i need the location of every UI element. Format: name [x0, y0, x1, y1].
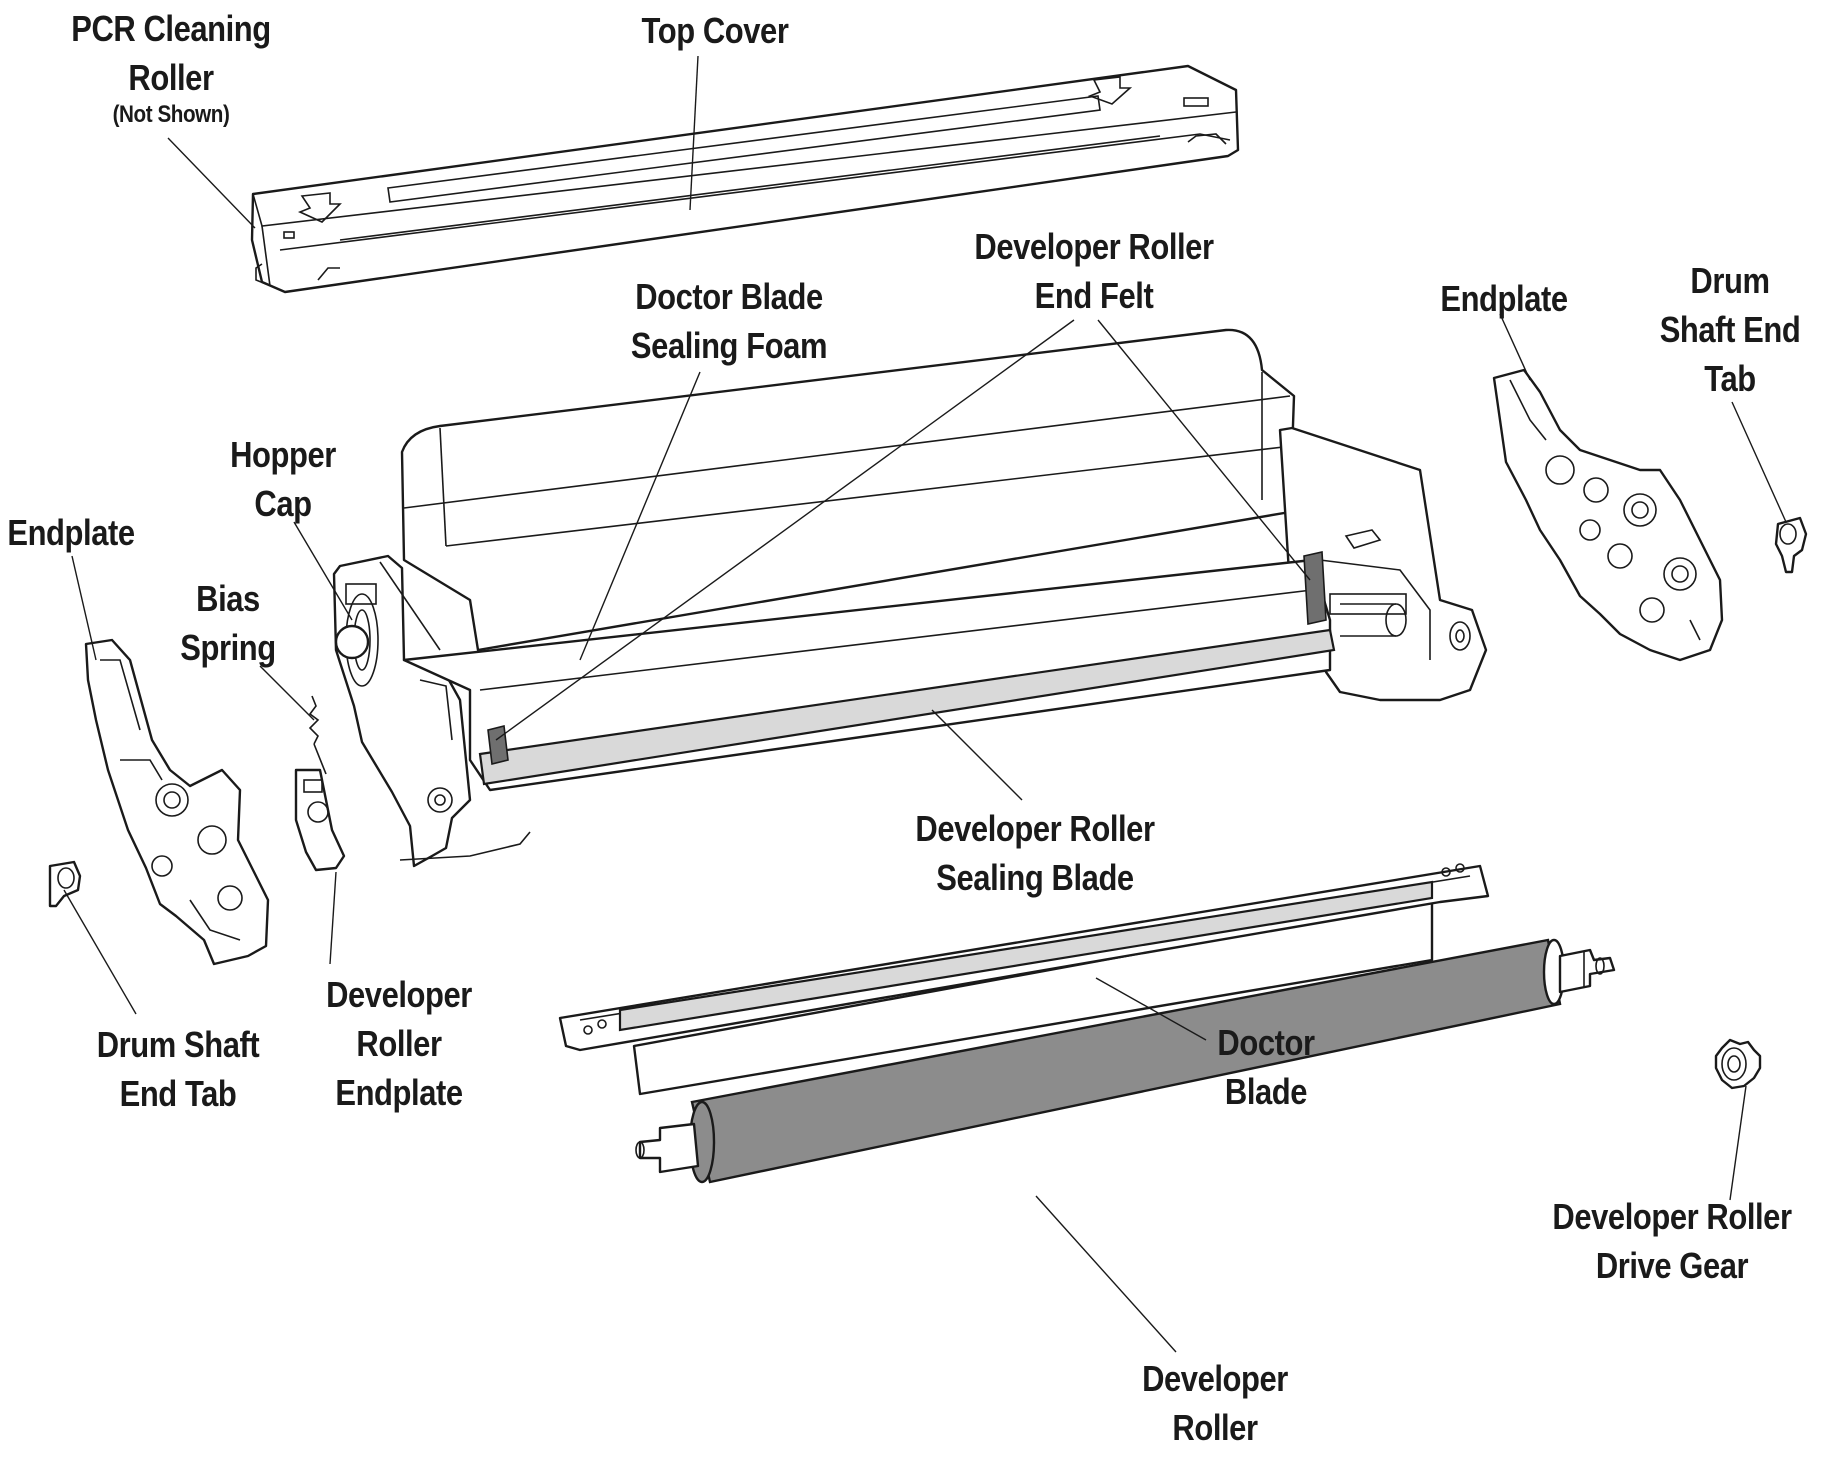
- developer-roller-drive-gear-part: [1714, 1038, 1762, 1090]
- label-endplate-left: Endplate: [7, 508, 135, 557]
- label-line: Developer: [326, 974, 472, 1015]
- leader-pcr-cleaning-roller: [167, 137, 256, 229]
- leader-end-felt-left: [495, 319, 1075, 741]
- label-line: Endplate: [7, 512, 135, 553]
- leader-doctor-blade-sealing-foam: [579, 371, 701, 661]
- label-line: Sealing Foam: [630, 325, 828, 366]
- leader-endplate-left: [71, 555, 97, 661]
- label-developer-roller-sealing-blade: Developer Roller Sealing Blade: [915, 804, 1155, 902]
- label-line: Cap: [254, 483, 312, 524]
- label-line: PCR Cleaning: [71, 8, 271, 49]
- developer-roller-part: [635, 938, 1616, 1184]
- label-doctor-blade: Doctor Blade: [1217, 1018, 1315, 1116]
- label-line: Roller: [356, 1023, 442, 1064]
- label-line: Tab: [1704, 358, 1756, 399]
- leader-developer-roller-sealing-blade: [931, 709, 1023, 801]
- left-drum-shaft-end-tab-part: [48, 860, 82, 908]
- label-line: Top Cover: [641, 10, 789, 51]
- label-line: Endplate: [335, 1072, 463, 1113]
- label-line: Drum: [1690, 260, 1770, 301]
- label-developer-roller-drive-gear: Developer Roller Drive Gear: [1552, 1192, 1792, 1290]
- label-line: Roller: [1172, 1407, 1258, 1448]
- label-line: Developer Roller: [1552, 1196, 1792, 1237]
- label-line: End Tab: [119, 1073, 237, 1114]
- label-pcr-cleaning-roller: PCR Cleaning Roller (Not Shown): [71, 4, 271, 128]
- leader-end-felt-right: [1097, 319, 1311, 581]
- label-line: Roller: [128, 57, 214, 98]
- cartridge-body-part: [332, 328, 1488, 868]
- label-developer-roller: Developer Roller: [1142, 1354, 1288, 1452]
- leader-developer-roller-endplate: [329, 871, 337, 965]
- label-line: Developer Roller: [974, 226, 1214, 267]
- label-line: Spring: [180, 627, 276, 668]
- leader-developer-roller-drive-gear: [1729, 1085, 1747, 1201]
- label-drum-shaft-end-tab-left: Drum Shaft End Tab: [97, 1020, 260, 1118]
- leader-bias-spring: [259, 665, 315, 721]
- leader-drum-shaft-end-tab-right: [1731, 401, 1787, 523]
- right-drum-shaft-end-tab-part: [1774, 516, 1808, 574]
- top-cover-part: [250, 64, 1240, 294]
- label-endplate-right: Endplate: [1440, 274, 1568, 323]
- leader-top-cover: [689, 55, 699, 211]
- label-line: Shaft End: [1659, 309, 1801, 350]
- doctor-blade-part: [558, 863, 1490, 1096]
- leader-doctor-blade: [1095, 977, 1207, 1041]
- label-developer-roller-end-felt: Developer Roller End Felt: [974, 222, 1214, 320]
- leader-drum-shaft-end-tab-left: [63, 889, 137, 1015]
- leader-hopper-cap: [293, 521, 353, 621]
- label-line: Hopper: [230, 434, 336, 475]
- leader-lines: [63, 55, 1787, 1353]
- label-line: Drive Gear: [1595, 1245, 1749, 1286]
- label-line: Developer Roller: [915, 808, 1155, 849]
- label-developer-roller-endplate: Developer Roller Endplate: [326, 970, 472, 1117]
- leader-endplate-right: [1499, 313, 1531, 381]
- bias-spring-part: [308, 695, 327, 775]
- label-hopper-cap: Hopper Cap: [230, 430, 336, 528]
- label-line: Sealing Blade: [936, 857, 1134, 898]
- label-drum-shaft-end-tab-right: Drum Shaft End Tab: [1660, 256, 1801, 403]
- left-endplate-part: [84, 638, 270, 966]
- label-note: (Not Shown): [112, 101, 230, 128]
- label-top-cover: Top Cover: [642, 6, 789, 55]
- label-line: Bias: [196, 578, 260, 619]
- label-line: End Felt: [1034, 275, 1154, 316]
- label-line: Endplate: [1440, 278, 1568, 319]
- label-line: Drum Shaft: [96, 1024, 260, 1065]
- label-line: Doctor Blade: [635, 276, 823, 317]
- leader-developer-roller: [1035, 1195, 1177, 1353]
- label-bias-spring: Bias Spring: [180, 574, 276, 672]
- label-line: Blade: [1224, 1071, 1308, 1112]
- right-endplate-part: [1492, 368, 1724, 662]
- label-line: Doctor: [1217, 1022, 1315, 1063]
- developer-roller-endplate-part: [294, 768, 346, 872]
- label-line: Developer: [1142, 1358, 1288, 1399]
- label-doctor-blade-sealing-foam: Doctor Blade Sealing Foam: [630, 272, 828, 370]
